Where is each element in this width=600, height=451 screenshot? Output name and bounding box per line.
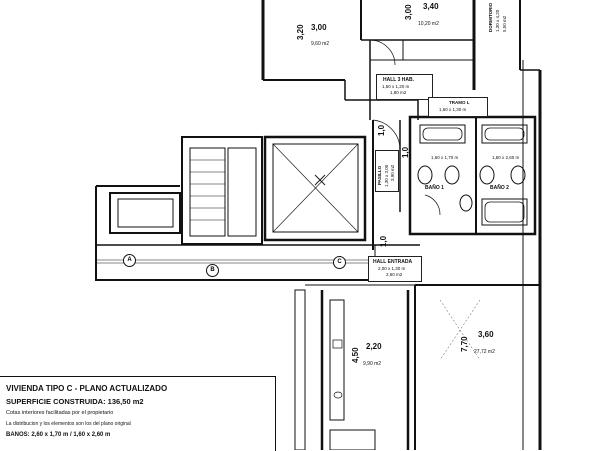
hall-entrada-width: 1,0 bbox=[379, 235, 388, 247]
living-width: 3,60 bbox=[478, 330, 494, 339]
living-area: 27,72 m2 bbox=[474, 349, 495, 355]
axis-marker-a: A bbox=[123, 254, 136, 267]
hall3-area: 1,80 m2 bbox=[390, 90, 407, 95]
hall-entrada-name: HALL ENTRADA bbox=[373, 259, 413, 265]
built-surface: SUPERFICIE CONSTRUIDA: 136,50 m2 bbox=[6, 397, 144, 406]
room-top-mid-area: 10,20 m2 bbox=[418, 21, 439, 27]
hall3-label-box: HALL 3 HAB. 1,50 x 1,20 m 1,80 m2 bbox=[376, 74, 433, 100]
note-distribution: La distribucion y los elementos son los … bbox=[6, 421, 131, 427]
hall3-name: HALL 3 HAB. bbox=[383, 77, 415, 83]
plan-title: VIVIENDA TIPO C - PLANO ACTUALIZADO bbox=[6, 384, 168, 393]
pasillo-area: 3,90 m2 bbox=[390, 164, 395, 181]
living-height: 7,70 bbox=[460, 336, 469, 352]
hall3-dim: 1,50 x 1,20 m bbox=[382, 84, 410, 89]
note-dimensions: Cotas interiores facilitadas por el prop… bbox=[6, 410, 114, 416]
bano2-dim: 1,60 x 2,60 m bbox=[492, 155, 520, 160]
bathrooms-dimensions: BANOS: 2,60 x 1,70 m / 1,60 x 2,60 m bbox=[6, 432, 111, 438]
room-top-left-width: 3,00 bbox=[311, 23, 327, 32]
bano1-dim: 1,60 x 1,70 m bbox=[431, 155, 459, 160]
room-top-right-name: DORMITORIO bbox=[488, 2, 493, 32]
bano2-name: BAÑO 2 bbox=[490, 185, 509, 191]
pasillo-dim: 1,30 x 3,00 bbox=[384, 164, 389, 187]
bano1-name: BAÑO 1 bbox=[425, 185, 444, 191]
room-top-left-height: 3,20 bbox=[296, 24, 305, 40]
axis-marker-b: B bbox=[206, 264, 219, 277]
axis-marker-c: C bbox=[333, 256, 346, 269]
hall-entrada-label-box: HALL ENTRADA 2,00 x 1,30 m 2,60 m2 bbox=[368, 256, 422, 282]
pasillo-name: PASILLO bbox=[377, 165, 382, 185]
room-top-mid-width: 3,40 bbox=[423, 2, 439, 11]
tramo-dim: 1,60 x 1,30 m bbox=[439, 107, 467, 112]
kitchen-width: 2,20 bbox=[366, 342, 382, 351]
tramo-name: TRAMO L bbox=[449, 100, 470, 105]
hall-entrada-area: 2,60 m2 bbox=[386, 272, 403, 277]
room-top-left-area: 9,60 m2 bbox=[311, 41, 330, 47]
room-top-right-area: 5,50 m2 bbox=[502, 15, 507, 32]
kitchen-area: 9,90 m2 bbox=[363, 361, 382, 367]
room-top-right-dim: 1,30 x 4,20 bbox=[495, 9, 500, 32]
title-block: VIVIENDA TIPO C - PLANO ACTUALIZADO SUPE… bbox=[0, 376, 276, 451]
pasillo-width-2: 1,0 bbox=[401, 146, 410, 158]
tramo-label-box: TRAMO L 1,60 x 1,30 m bbox=[428, 97, 488, 117]
pasillo-width-1: 1,0 bbox=[377, 124, 386, 136]
hall-entrada-dim: 2,00 x 1,30 m bbox=[378, 266, 406, 271]
kitchen-height: 4,50 bbox=[351, 347, 360, 363]
room-top-mid-height: 3,00 bbox=[404, 4, 413, 20]
pasillo-label-box: PASILLO 1,30 x 3,00 3,90 m2 bbox=[375, 150, 399, 192]
